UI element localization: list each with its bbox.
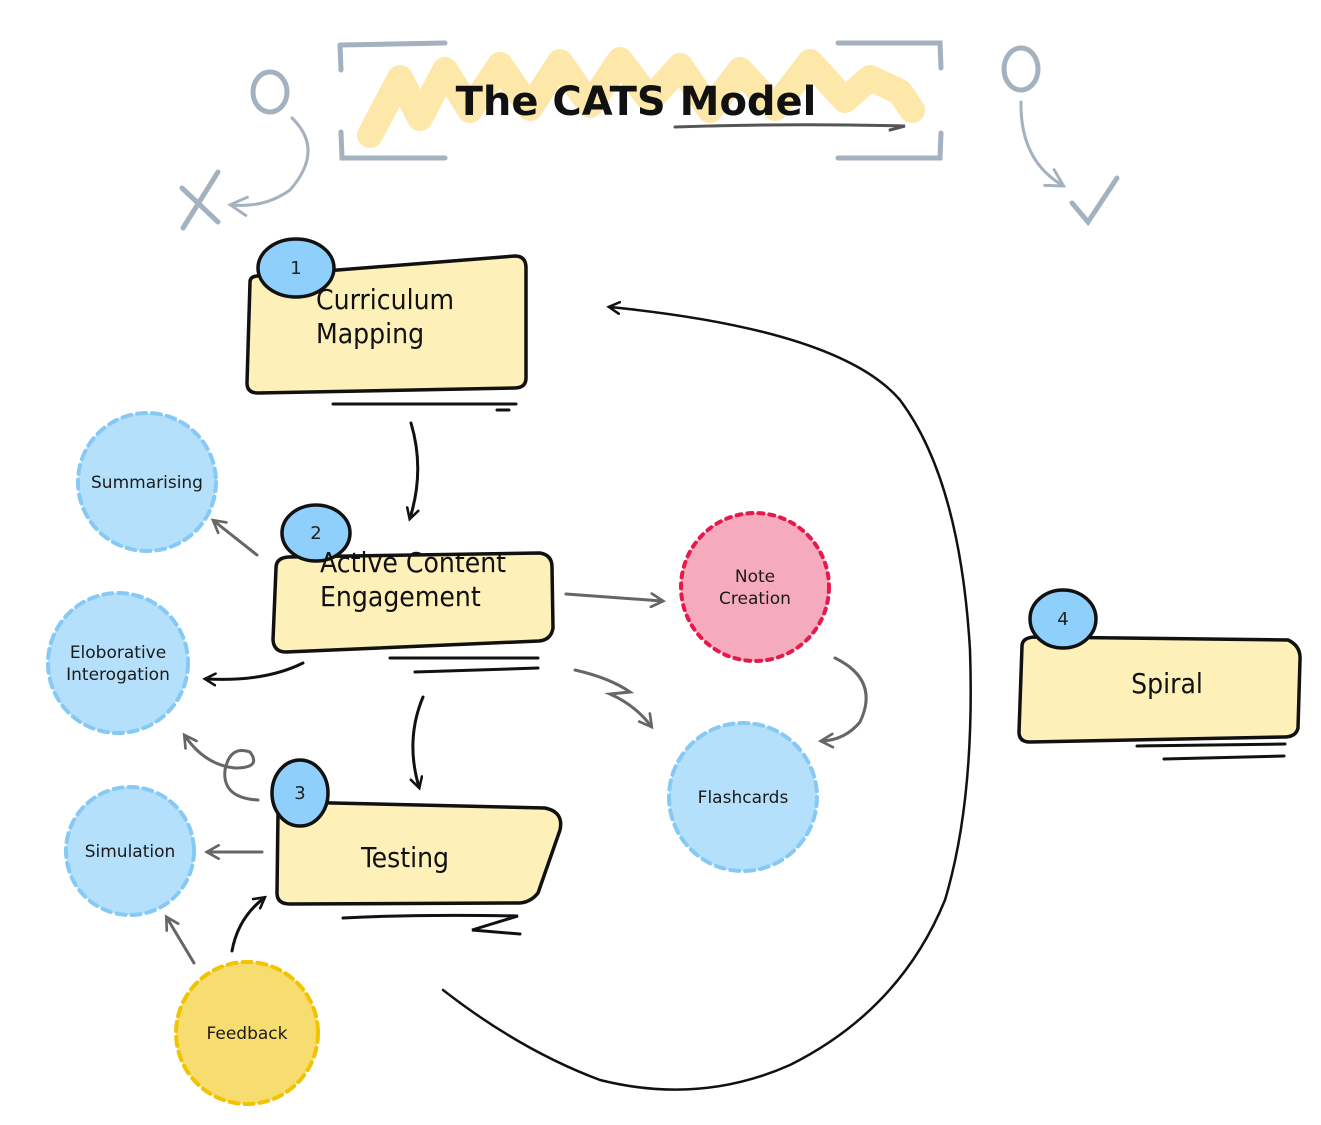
technique-circle xyxy=(64,785,196,917)
arrow-active-to-summarising xyxy=(214,521,259,557)
step-label-line: Spiral xyxy=(1131,667,1203,700)
technique-circle xyxy=(46,591,190,735)
arrow-feedback-to-simulation xyxy=(167,918,196,965)
step-number-badge: 1 xyxy=(256,237,336,299)
technique-circle xyxy=(174,960,320,1106)
diagram-title: The CATS Model xyxy=(456,79,817,125)
step-box-shape xyxy=(1017,635,1302,744)
technique-label: Creation xyxy=(719,589,791,609)
technique-summarising[interactable]: Summarising xyxy=(76,411,218,553)
step-label-line: Engagement xyxy=(320,580,481,613)
step-number: 1 xyxy=(290,258,301,279)
connectors xyxy=(167,307,972,1091)
step-number-badge: 2 xyxy=(280,503,352,563)
technique-circle xyxy=(667,721,819,873)
step-label-line: Active Content xyxy=(320,546,506,579)
arrow-active-to-note-creation xyxy=(564,594,662,601)
arrow-feedback-to-testing xyxy=(230,898,264,953)
arrow-active-to-testing xyxy=(413,695,425,787)
checkmark-icon xyxy=(1069,175,1120,227)
technique-label: Flashcards xyxy=(698,788,789,808)
technique-label: Feedback xyxy=(207,1024,288,1044)
curved-arrow-icon xyxy=(227,116,310,217)
bracket-bottom-left xyxy=(338,129,448,161)
technique-label: Eloborative xyxy=(70,643,166,663)
step-number-badge: 4 xyxy=(1028,588,1098,650)
step-box-shape xyxy=(271,551,555,654)
step-number: 2 xyxy=(310,523,321,544)
technique-circle xyxy=(76,411,218,553)
step-label-line: Testing xyxy=(360,841,449,874)
title-block: The CATS Model xyxy=(337,40,944,161)
step-number: 3 xyxy=(294,783,305,804)
arrow-curriculum-to-active xyxy=(410,421,418,518)
cross-icon xyxy=(179,169,221,231)
circle-icon xyxy=(250,69,290,115)
arrow-active-to-flashcards xyxy=(573,668,651,726)
bracket-top-right xyxy=(835,40,944,71)
badge-circle xyxy=(256,237,336,299)
decoration-left xyxy=(179,69,310,231)
step-number-badge: 3 xyxy=(270,758,330,828)
step-label-line: Mapping xyxy=(316,317,424,350)
step-underline xyxy=(341,913,522,936)
technique-label: Note xyxy=(735,567,775,587)
technique-simulation[interactable]: Simulation xyxy=(64,785,196,917)
curved-arrow-icon xyxy=(1019,100,1067,188)
bracket-top-left xyxy=(337,40,448,73)
badge-circle xyxy=(280,503,352,563)
arrow-active-to-elaborative xyxy=(206,661,305,679)
title-underline xyxy=(673,123,906,132)
step-number: 4 xyxy=(1057,609,1068,630)
circle-icon xyxy=(1001,45,1041,93)
technique-label: Interogation xyxy=(66,665,170,685)
step-underline xyxy=(388,656,540,674)
title-highlight-scribble xyxy=(357,47,925,148)
technique-feedback[interactable]: Feedback xyxy=(174,960,320,1106)
bracket-bottom-right xyxy=(835,130,944,161)
badge-circle xyxy=(270,758,330,828)
arrow-note-to-flashcards xyxy=(822,656,868,741)
technique-label: Summarising xyxy=(91,473,203,493)
technique-label: Simulation xyxy=(85,842,176,862)
step-underline xyxy=(331,402,518,412)
decoration-right xyxy=(1001,45,1120,227)
title-brackets xyxy=(337,40,944,161)
badge-circle xyxy=(1028,588,1098,650)
step-label-line: Curriculum xyxy=(316,283,454,316)
technique-flashcards[interactable]: Flashcards xyxy=(667,721,819,873)
arrow-spiral-loop-to-curriculum xyxy=(441,307,972,1091)
technique-circle xyxy=(679,511,831,663)
arrow-testing-to-elaborative xyxy=(185,736,260,802)
step-underline xyxy=(1135,742,1287,761)
